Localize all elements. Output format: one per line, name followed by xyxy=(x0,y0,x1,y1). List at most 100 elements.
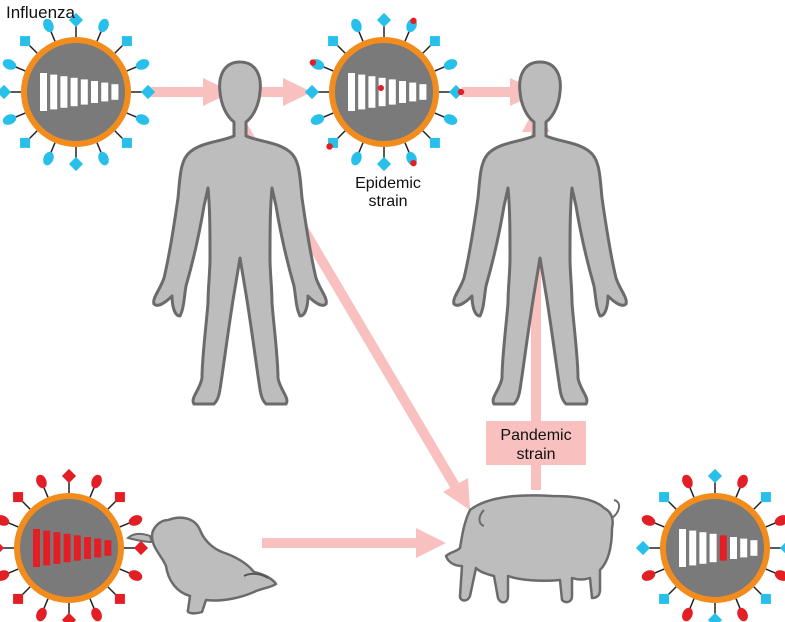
surface-protein-marker xyxy=(376,12,392,28)
surface-protein-marker xyxy=(328,137,339,148)
rna-segment xyxy=(94,538,102,558)
surface-protein-marker xyxy=(13,492,24,503)
mutation-marker xyxy=(410,17,417,25)
rna-segment xyxy=(40,73,47,111)
surface-protein-marker xyxy=(443,114,458,125)
rna-segment xyxy=(60,76,68,108)
surface-protein-marker xyxy=(774,570,785,581)
mutation-marker xyxy=(457,88,465,96)
surface-protein-marker xyxy=(0,540,5,556)
rna-segment xyxy=(84,537,91,559)
virus-particle-icon xyxy=(0,12,156,172)
surface-protein-marker xyxy=(443,59,458,70)
surface-protein-marker xyxy=(98,18,109,33)
surface-protein-marker xyxy=(61,468,77,484)
rna-segment xyxy=(73,535,81,561)
rna-segment xyxy=(358,74,366,110)
surface-protein-marker xyxy=(760,593,771,604)
surface-protein-marker xyxy=(707,468,723,484)
surface-protein-marker xyxy=(91,607,102,622)
rna-segment xyxy=(679,529,686,567)
surface-protein-marker xyxy=(376,156,392,172)
surface-protein-marker xyxy=(635,540,651,556)
surface-protein-marker xyxy=(448,84,464,100)
surface-protein-marker xyxy=(121,137,132,148)
rna-segment xyxy=(70,77,78,107)
rna-segment xyxy=(709,533,717,563)
human-silhouette-icon xyxy=(152,60,328,406)
rna-segment xyxy=(740,538,748,558)
surface-protein-marker xyxy=(774,515,785,526)
pandemic-strain-label-line1: Pandemic xyxy=(500,427,571,444)
surface-protein-marker xyxy=(43,151,54,166)
rna-segment xyxy=(80,79,88,105)
virus-particle-icon xyxy=(0,468,149,622)
pandemic-strain-box: Pandemic strain xyxy=(486,421,586,465)
surface-protein-marker xyxy=(36,474,47,489)
rna-segment xyxy=(53,532,61,564)
rna-segment xyxy=(719,535,727,561)
rna-segment xyxy=(33,529,40,567)
surface-protein-marker xyxy=(328,36,339,47)
surface-protein-marker xyxy=(659,593,670,604)
surface-protein-marker xyxy=(351,151,362,166)
rna-segment xyxy=(104,540,112,556)
surface-protein-marker xyxy=(429,36,440,47)
pig-silhouette-icon xyxy=(444,494,620,604)
rna-segment xyxy=(388,79,396,105)
surface-protein-marker xyxy=(304,84,320,100)
surface-protein-marker xyxy=(128,515,143,526)
surface-protein-marker xyxy=(61,612,77,622)
rna-segment xyxy=(378,77,386,107)
surface-protein-marker xyxy=(760,492,771,503)
rna-segment xyxy=(419,84,427,100)
influenza-label: Influenza xyxy=(6,3,76,22)
rna-segment xyxy=(399,81,406,103)
mutation-marker xyxy=(410,159,417,167)
surface-protein-marker xyxy=(114,593,125,604)
surface-protein-marker xyxy=(135,114,150,125)
rna-segment xyxy=(348,73,355,111)
surface-protein-marker xyxy=(0,84,12,100)
surface-protein-marker xyxy=(2,114,17,125)
surface-protein-marker xyxy=(0,515,10,526)
mutation-marker xyxy=(378,85,384,91)
rna-segment xyxy=(368,76,376,108)
pandemic-strain-label-line2: strain xyxy=(516,446,555,463)
surface-protein-marker xyxy=(2,59,17,70)
rna-segment xyxy=(730,537,737,559)
rna-segment xyxy=(409,82,417,102)
surface-protein-marker xyxy=(91,474,102,489)
rna-segment xyxy=(63,533,71,563)
rna-segment xyxy=(689,530,697,566)
surface-protein-marker xyxy=(20,36,31,47)
surface-protein-marker xyxy=(779,540,785,556)
virus-particle-icon xyxy=(304,12,465,172)
surface-protein-marker xyxy=(682,474,693,489)
surface-protein-marker xyxy=(737,474,748,489)
rna-segment xyxy=(101,82,109,102)
rna-segment xyxy=(699,532,707,564)
surface-protein-marker xyxy=(98,151,109,166)
arrow-influenza-to-human xyxy=(150,78,232,106)
arrow-duck-to-pig xyxy=(262,528,446,558)
surface-protein-marker xyxy=(682,607,693,622)
rna-segment xyxy=(43,530,51,566)
surface-protein-marker xyxy=(707,612,723,622)
mutation-marker xyxy=(326,143,333,150)
surface-protein-marker xyxy=(114,492,125,503)
epidemic-strain-label-line1: Epidemic xyxy=(355,175,421,192)
surface-protein-marker xyxy=(641,570,656,581)
surface-protein-marker xyxy=(641,515,656,526)
surface-protein-marker xyxy=(659,492,670,503)
surface-protein-marker xyxy=(0,570,10,581)
duck-silhouette-icon xyxy=(126,516,278,615)
rna-segment xyxy=(750,540,758,556)
mutation-marker xyxy=(309,59,317,66)
surface-protein-marker xyxy=(68,156,84,172)
epidemic-strain-label-line2: strain xyxy=(368,193,407,210)
rna-segment xyxy=(91,81,98,103)
virus-particle-icon xyxy=(635,468,785,622)
surface-protein-marker xyxy=(351,18,362,33)
